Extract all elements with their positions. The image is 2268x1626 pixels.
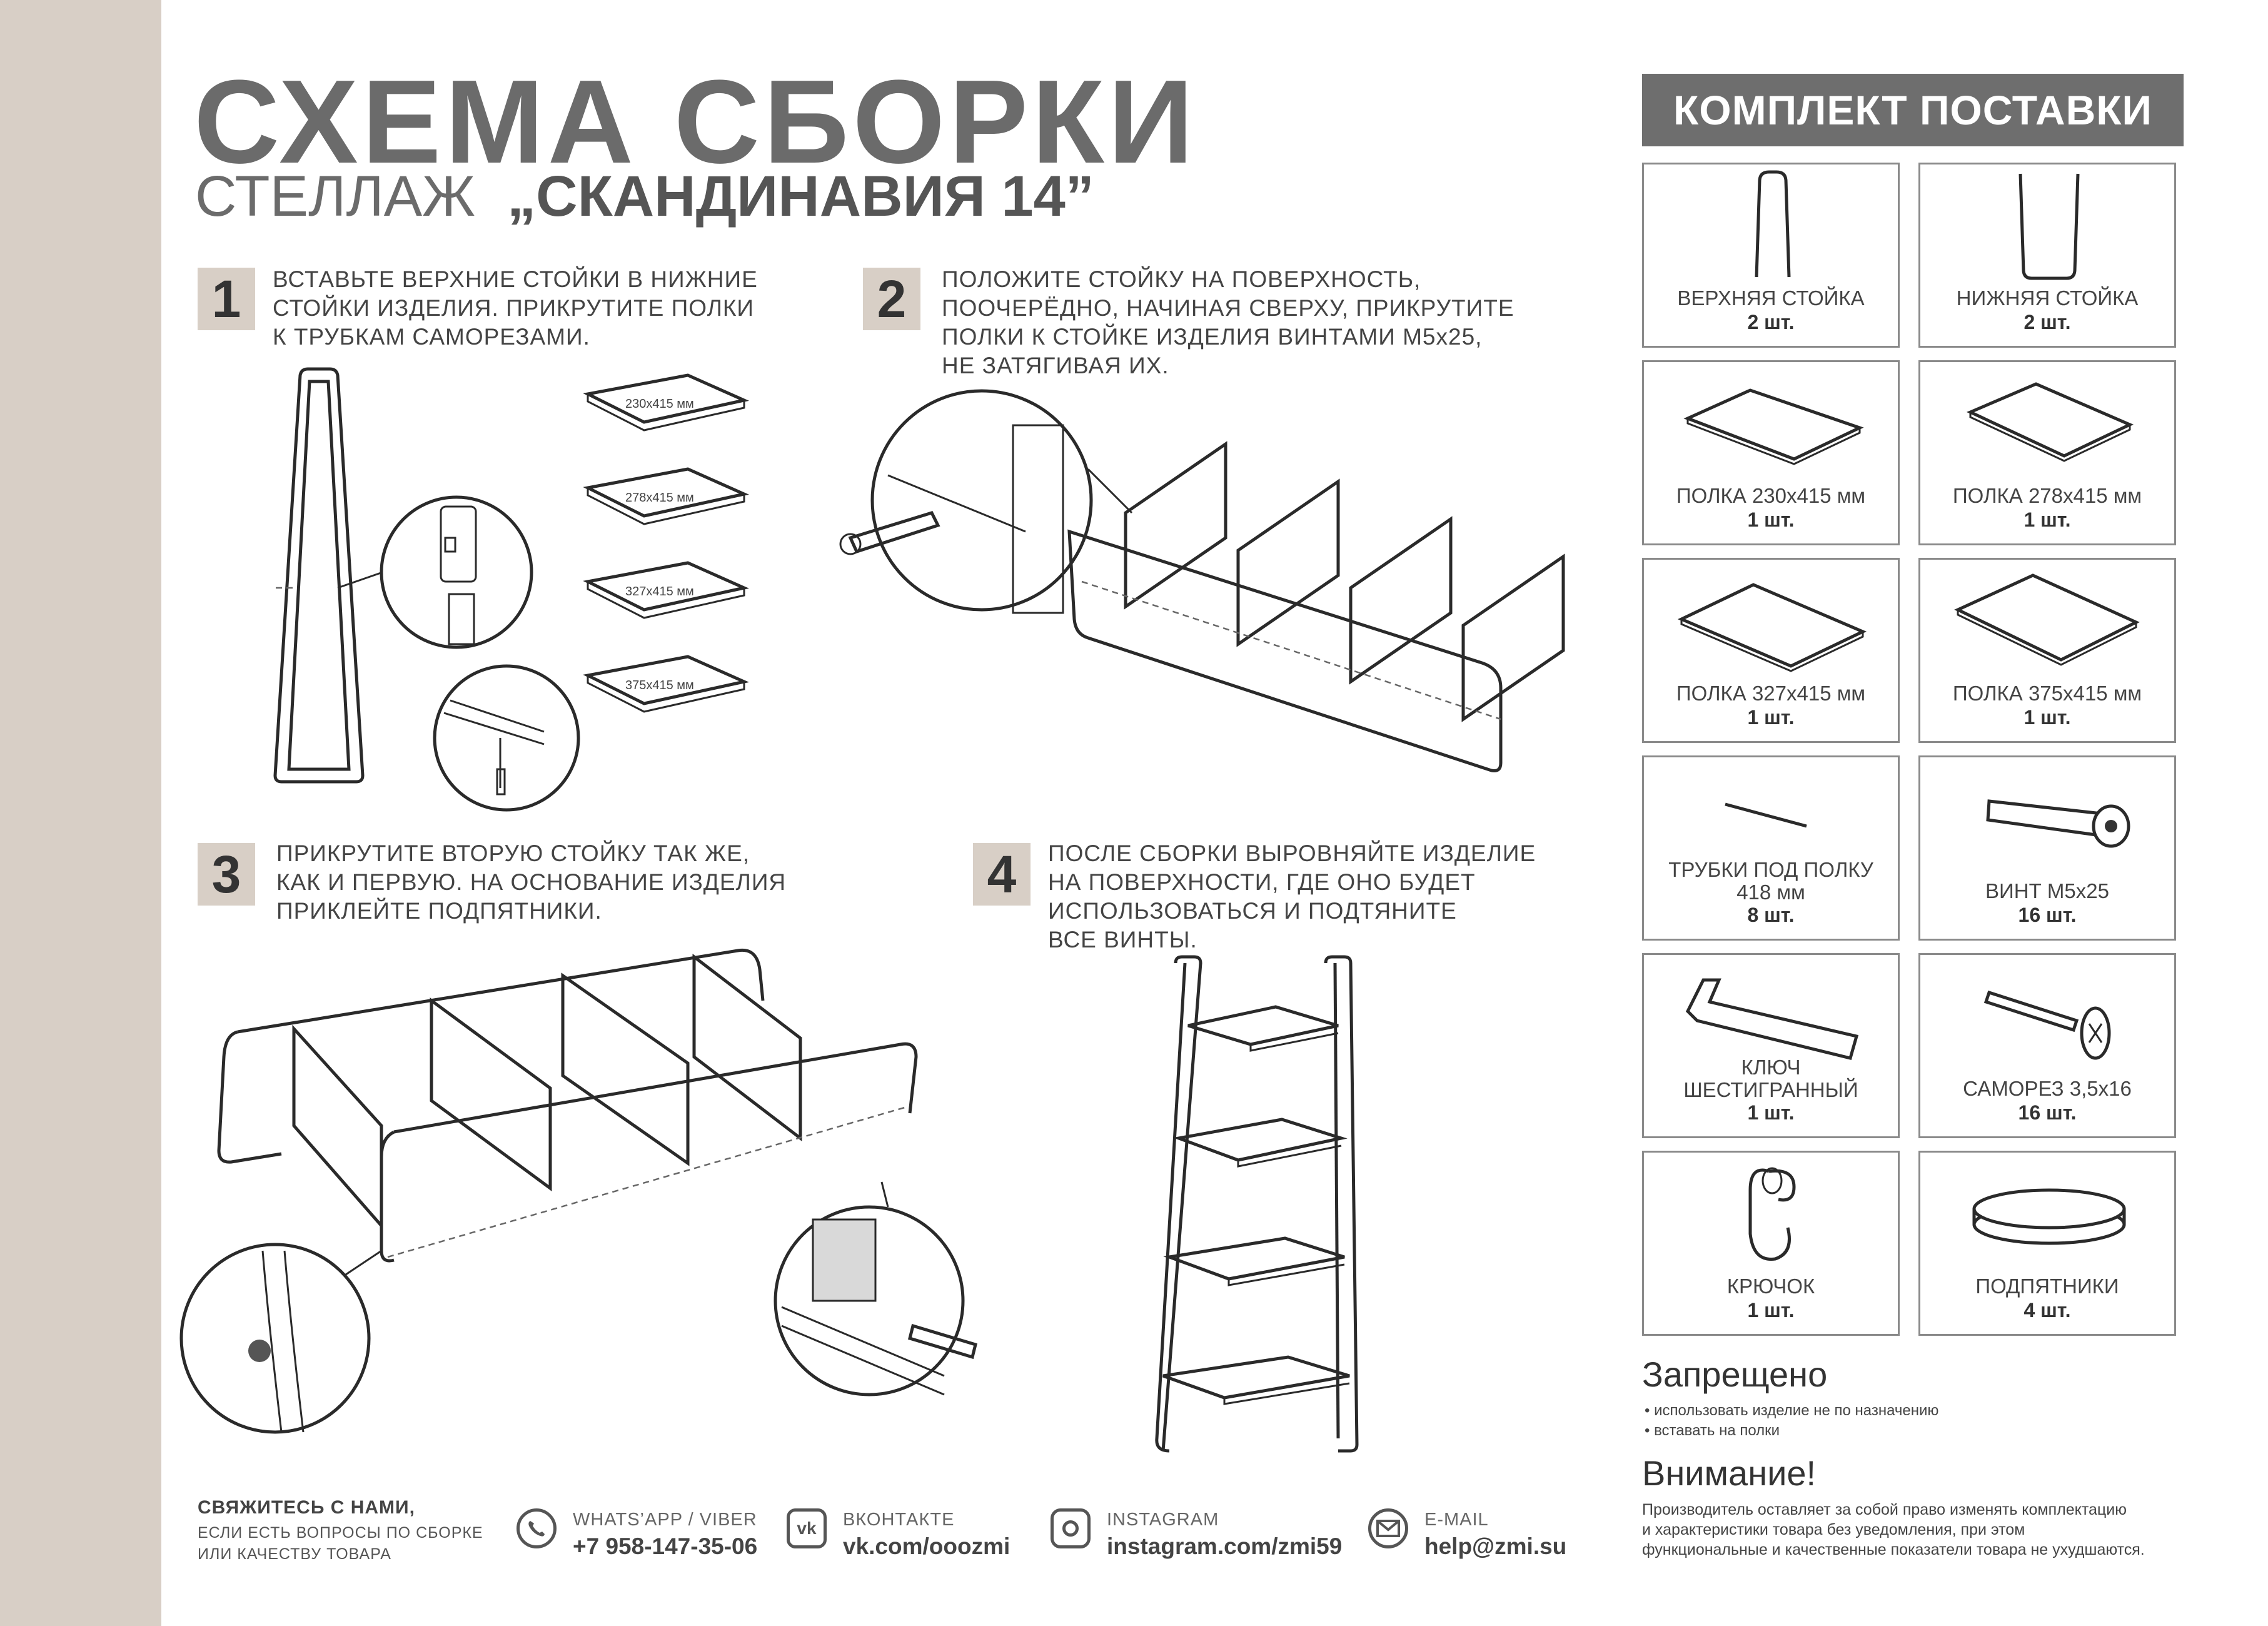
contact-email[interactable]: help@zmi.su xyxy=(1424,1533,1567,1559)
attention-title: Внимание! xyxy=(1642,1453,1817,1493)
step-3-text: ПРИКРУТИТЕ ВТОРУЮ СТОЙКУ ТАК ЖЕ, КАК И П… xyxy=(276,841,787,924)
shelf-icon xyxy=(1954,573,2140,666)
contact-vk[interactable]: vk.com/ooozmi xyxy=(843,1533,1011,1559)
kit-item-qty: 1 шт. xyxy=(1747,706,1795,729)
hex-key-icon xyxy=(1685,978,1859,1061)
kit-item-name: ВИНТ М5х25 xyxy=(1985,879,2109,902)
kit-item-lower-post: НИЖНЯЯ СТОЙКА 2 шт. xyxy=(1918,163,2176,348)
shelf-label-4: 375х415 мм xyxy=(625,679,694,692)
kit-item-qty: 2 шт. xyxy=(1747,311,1795,333)
step-1-text: ВСТАВЬТЕ ВЕРХНИЕ СТОЙКИ В НИЖНИЕ СТОЙКИ … xyxy=(273,266,758,350)
bolt-icon xyxy=(1986,799,2130,848)
page-subtitle: СТЕЛЛАЖ „СКАНДИНАВИЯ 14” xyxy=(195,168,1094,225)
shelves-stack xyxy=(583,373,749,713)
contact-label-email: E-MAIL xyxy=(1424,1510,1489,1530)
instagram-icon xyxy=(1051,1508,1091,1548)
left-decorative-band xyxy=(0,0,161,1626)
kit-item-qty: 16 шт. xyxy=(2018,1101,2077,1124)
phone-icon xyxy=(517,1508,557,1548)
kit-item-qty: 2 шт. xyxy=(2024,311,2071,333)
kit-item-name: ТРУБКИ ПОД ПОЛКУ 418 мм xyxy=(1668,858,1873,904)
kit-item-shelf-327: ПОЛКА 327х415 мм 1 шт. xyxy=(1642,558,1900,743)
step-3-number: 3 xyxy=(198,843,255,906)
step-4-text: ПОСЛЕ СБОРКИ ВЫРОВНЯЙТЕ ИЗДЕЛИЕ НА ПОВЕР… xyxy=(1048,841,1536,952)
shelf-label-3: 327х415 мм xyxy=(625,585,694,598)
product-type: СТЕЛЛАЖ xyxy=(195,164,476,228)
step-4-number: 4 xyxy=(973,843,1031,906)
kit-item-name: ПОЛКА 327х415 мм xyxy=(1676,682,1866,705)
prohibited-title: Запрещено xyxy=(1642,1355,1828,1394)
step-1-number: 1 xyxy=(198,268,255,330)
kit-item-name: КЛЮЧ ШЕСТИГРАННЫЙ xyxy=(1683,1056,1858,1101)
kit-item-qty: 1 шт. xyxy=(1747,508,1795,531)
kit-item-foot-pads: ПОДПЯТНИКИ 4 шт. xyxy=(1918,1151,2176,1336)
upper-post-icon xyxy=(1755,170,1791,278)
step-3-illustration xyxy=(179,948,978,1434)
prohibited-list: • использовать изделие не по назначению … xyxy=(1645,1401,1938,1441)
contact-label-instagram: INSTAGRAM xyxy=(1107,1510,1219,1530)
kit-item-shelf-278: ПОЛКА 278х415 мм 1 шт. xyxy=(1918,360,2176,545)
kit-item-qty: 1 шт. xyxy=(1747,1299,1795,1321)
kit-item-qty: 16 шт. xyxy=(2018,904,2077,926)
kit-item-name: КРЮЧОК xyxy=(1726,1275,1815,1298)
contact-phone[interactable]: +7 958-147-35-06 xyxy=(573,1533,758,1559)
kit-item-name: ВЕРХНЯЯ СТОЙКА xyxy=(1677,286,1865,310)
kit-item-tubes: ТРУБКИ ПОД ПОЛКУ 418 мм 8 шт. xyxy=(1642,755,1900,941)
foot-pad-icon xyxy=(1972,1188,2126,1245)
shelf-icon xyxy=(1966,382,2134,462)
contact-heading: СВЯЖИТЕСЬ С НАМИ, xyxy=(198,1497,415,1518)
contact-label-whatsapp: WHATS’APP / VIBER xyxy=(573,1510,757,1530)
prohibited-item: • использовать изделие не по назначению xyxy=(1645,1402,1939,1419)
screw-icon xyxy=(1983,990,2111,1060)
shelf-label-2: 278х415 мм xyxy=(625,491,694,505)
prohibited-item: • вставать на полки xyxy=(1645,1422,1780,1439)
kit-item-qty: 1 шт. xyxy=(2024,508,2071,531)
kit-item-screw: САМОРЕЗ 3,5х16 16 шт. xyxy=(1918,953,2176,1138)
kit-item-qty: 1 шт. xyxy=(1747,1101,1795,1124)
step-2-number: 2 xyxy=(863,268,920,330)
contact-subtext: ЕСЛИ ЕСТЬ ВОПРОСЫ ПО СБОРКЕ ИЛИ КАЧЕСТВУ… xyxy=(198,1524,483,1563)
step-4-illustration xyxy=(1155,955,1359,1453)
lower-post-icon xyxy=(2019,173,2080,280)
step-2-illustration xyxy=(839,389,1565,772)
kit-item-qty: 8 шт. xyxy=(1747,904,1795,926)
contact-instagram[interactable]: instagram.com/zmi59 xyxy=(1107,1533,1343,1559)
kit-item-name: ПОЛКА 375х415 мм xyxy=(1952,682,2142,705)
kit-item-name: САМОРЕЗ 3,5х16 xyxy=(1963,1077,2132,1100)
kit-item-qty: 4 шт. xyxy=(2024,1299,2071,1321)
attention-text: Производитель оставляет за собой право и… xyxy=(1642,1501,2145,1558)
kit-header: КОМПЛЕКТ ПОСТАВКИ xyxy=(1642,74,2184,146)
kit-item-bolt: ВИНТ М5х25 16 шт. xyxy=(1918,755,2176,941)
kit-item-name: ПОДПЯТНИКИ xyxy=(1975,1275,2119,1298)
contact-label-vk: ВКОНТАКТЕ xyxy=(843,1510,955,1530)
page-title: СХЕМА СБОРКИ xyxy=(194,56,1197,188)
shelf-icon xyxy=(1677,583,1867,672)
email-icon xyxy=(1368,1508,1408,1548)
kit-item-shelf-375: ПОЛКА 375х415 мм 1 шт. xyxy=(1918,558,2176,743)
step-2-text: ПОЛОЖИТЕ СТОЙКУ НА ПОВЕРХНОСТЬ, ПООЧЕРЁД… xyxy=(942,266,1515,378)
kit-item-hex-key: КЛЮЧ ШЕСТИГРАННЫЙ 1 шт. xyxy=(1642,953,1900,1138)
step-1-illustration: 230х415 мм 278х415 мм 327х415 мм 375х415… xyxy=(273,367,749,812)
shelf-icon xyxy=(1683,388,1864,465)
shelf-label-1: 230х415 мм xyxy=(625,397,694,411)
kit-item-hook: КРЮЧОК 1 шт. xyxy=(1642,1151,1900,1336)
product-name: „СКАНДИНАВИЯ 14” xyxy=(507,164,1094,228)
kit-item-name: НИЖНЯЯ СТОЙКА xyxy=(1956,286,2139,310)
kit-item-shelf-230: ПОЛКА 230х415 мм 1 шт. xyxy=(1642,360,1900,545)
kit-item-name: ПОЛКА 230х415 мм xyxy=(1676,484,1866,507)
vk-icon: vk xyxy=(787,1508,827,1548)
hook-icon xyxy=(1748,1167,1796,1261)
kit-item-upper-post: ВЕРХНЯЯ СТОЙКА 2 шт. xyxy=(1642,163,1900,348)
kit-item-name: ПОЛКА 278х415 мм xyxy=(1952,484,2142,507)
tube-icon xyxy=(1725,802,1807,828)
kit-item-qty: 1 шт. xyxy=(2024,706,2071,729)
